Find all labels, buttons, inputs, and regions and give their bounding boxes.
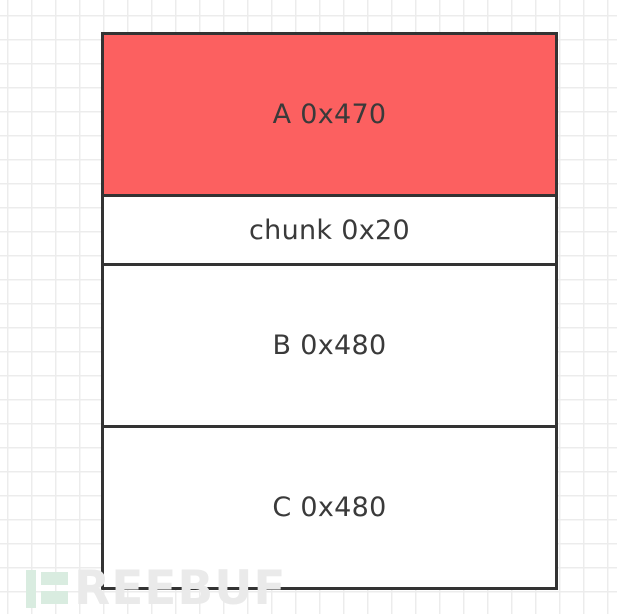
memory-block-c-label: C 0x480 xyxy=(272,491,387,523)
memory-block-chunk-label: chunk 0x20 xyxy=(249,214,410,246)
memory-block-c[interactable]: C 0x480 xyxy=(101,424,558,590)
memory-layout-diagram: A 0x470 chunk 0x20 B 0x480 C 0x480 xyxy=(101,32,558,590)
memory-block-a-label: A 0x470 xyxy=(272,99,387,131)
memory-block-b[interactable]: B 0x480 xyxy=(101,262,558,429)
memory-block-b-label: B 0x480 xyxy=(272,330,387,362)
memory-block-a[interactable]: A 0x470 xyxy=(101,32,558,198)
memory-block-chunk[interactable]: chunk 0x20 xyxy=(101,193,558,267)
